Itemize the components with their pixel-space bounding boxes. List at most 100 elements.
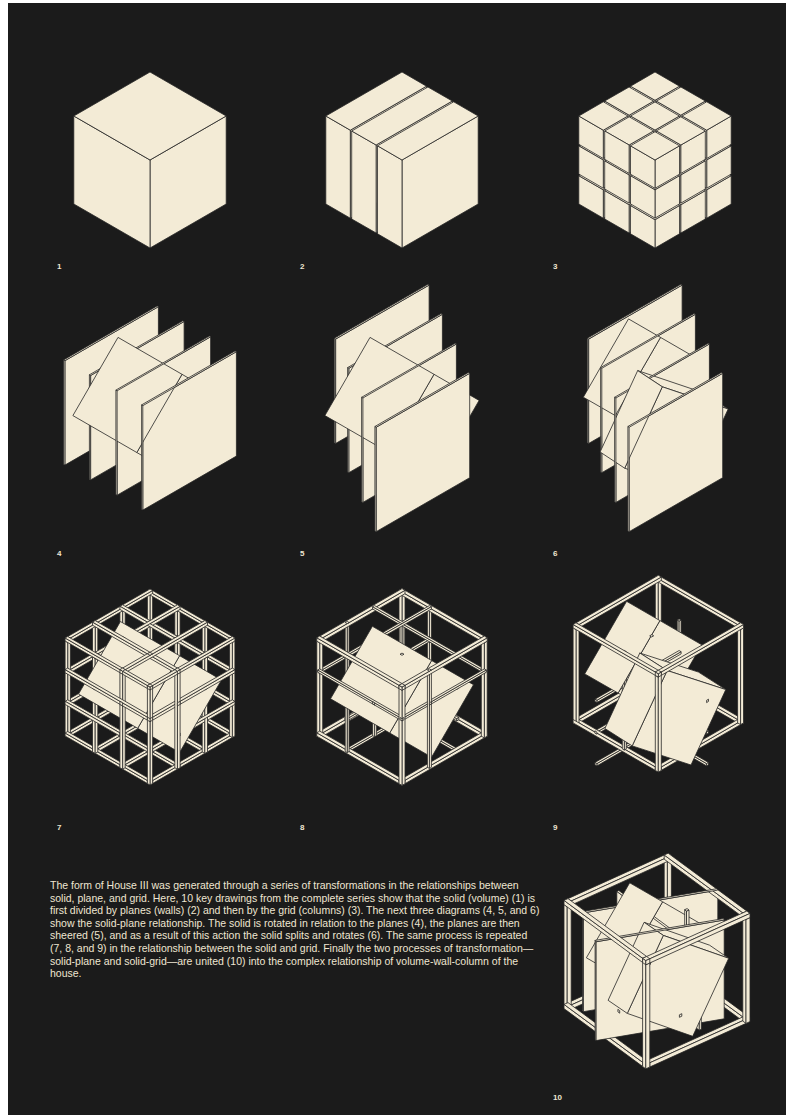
figure-face	[375, 373, 470, 428]
figure-number: 8	[300, 823, 304, 832]
figure-face	[116, 390, 117, 495]
figure-face	[685, 909, 689, 912]
figure-face	[457, 718, 459, 721]
figure-face	[615, 397, 616, 502]
figure-face	[120, 668, 125, 671]
figure-face	[658, 672, 661, 772]
axonometric-figure	[64, 306, 237, 510]
figure-face	[400, 653, 404, 655]
figure-face	[595, 940, 597, 1040]
figure-face	[595, 763, 597, 766]
figure-face	[142, 351, 237, 406]
figure-face	[175, 670, 178, 770]
figure-face	[399, 685, 402, 785]
figure-face	[147, 717, 150, 722]
axonometric-figure	[325, 284, 479, 531]
figure-face	[147, 684, 152, 687]
figure-face	[628, 373, 723, 428]
figure-face	[628, 427, 629, 532]
axonometric-figure	[583, 284, 728, 531]
figure-face	[677, 619, 681, 621]
figure-face	[320, 638, 323, 738]
figure-number: 5	[300, 549, 304, 558]
figure-number: 6	[553, 549, 557, 558]
figure-face	[582, 912, 584, 1012]
figure-face	[142, 405, 143, 510]
axonometric-figure	[65, 589, 235, 785]
figure-face	[564, 899, 650, 961]
figure-face	[334, 284, 429, 339]
figure-face	[378, 102, 479, 160]
figure-face	[564, 853, 671, 903]
figure-face	[65, 637, 153, 688]
figure-face	[378, 146, 403, 248]
figure-face	[573, 623, 661, 674]
figure-face	[177, 670, 180, 770]
figure-face	[743, 913, 746, 1024]
figure-number: 9	[553, 823, 557, 832]
figure-face	[601, 368, 602, 473]
figure-face	[147, 652, 152, 655]
figure-face	[373, 702, 375, 705]
figure-face	[317, 733, 402, 786]
figure-face	[707, 763, 709, 766]
figure-face	[595, 699, 597, 702]
figure-face	[564, 900, 567, 1011]
figure-face	[317, 638, 402, 691]
figure-number: 4	[57, 549, 61, 558]
figure-face	[738, 625, 741, 725]
axonometric-figure	[317, 589, 487, 786]
figure-face	[655, 672, 658, 772]
figure-face	[399, 636, 487, 687]
figure-face	[147, 686, 150, 786]
figure-face	[326, 116, 351, 218]
figure-face	[120, 670, 123, 770]
figure-face	[317, 731, 405, 782]
axonometric-figure	[74, 72, 226, 248]
figure-face	[116, 336, 211, 391]
figure-face	[400, 669, 486, 719]
figure-face	[352, 131, 376, 233]
figure-face	[605, 131, 629, 173]
figure-face	[741, 625, 744, 725]
figure-face	[147, 668, 235, 719]
figure-face	[230, 638, 233, 738]
caption: The form of House III was generated thro…	[50, 879, 540, 980]
figure-face	[375, 427, 376, 532]
figure-face	[573, 625, 576, 725]
figure-face	[376, 373, 470, 531]
figure-face	[655, 623, 743, 674]
figure-face	[646, 913, 750, 964]
figure-face	[631, 132, 680, 160]
axonometric-figure	[326, 72, 478, 248]
figure-face	[679, 1014, 681, 1018]
figure-face	[73, 337, 182, 452]
figure-face	[576, 625, 579, 725]
figure-face	[643, 911, 750, 961]
figure-face	[481, 638, 484, 738]
figure-face	[655, 577, 740, 630]
figure-face	[564, 900, 646, 964]
figure-number: 2	[300, 262, 304, 271]
figure-face	[618, 1009, 620, 1013]
figure-face	[402, 638, 487, 691]
figure-face	[345, 621, 349, 623]
figure-face	[655, 575, 743, 626]
axonometric-figure	[564, 853, 750, 1069]
figure-face	[400, 718, 402, 721]
figure-face	[600, 371, 662, 469]
figure-number: 3	[553, 262, 557, 271]
figure-face	[317, 638, 320, 738]
figure-face	[646, 959, 650, 965]
figure-face	[643, 958, 646, 1069]
figure-number: 10	[553, 1093, 562, 1102]
figure-face	[175, 668, 180, 671]
figure-face	[334, 338, 335, 443]
figure-face	[427, 669, 431, 671]
figure-face	[595, 731, 597, 734]
figure-face	[573, 625, 658, 678]
figure-face	[655, 670, 661, 673]
figure-face	[707, 699, 709, 702]
figure-face	[177, 701, 180, 706]
figure-face	[147, 637, 235, 688]
